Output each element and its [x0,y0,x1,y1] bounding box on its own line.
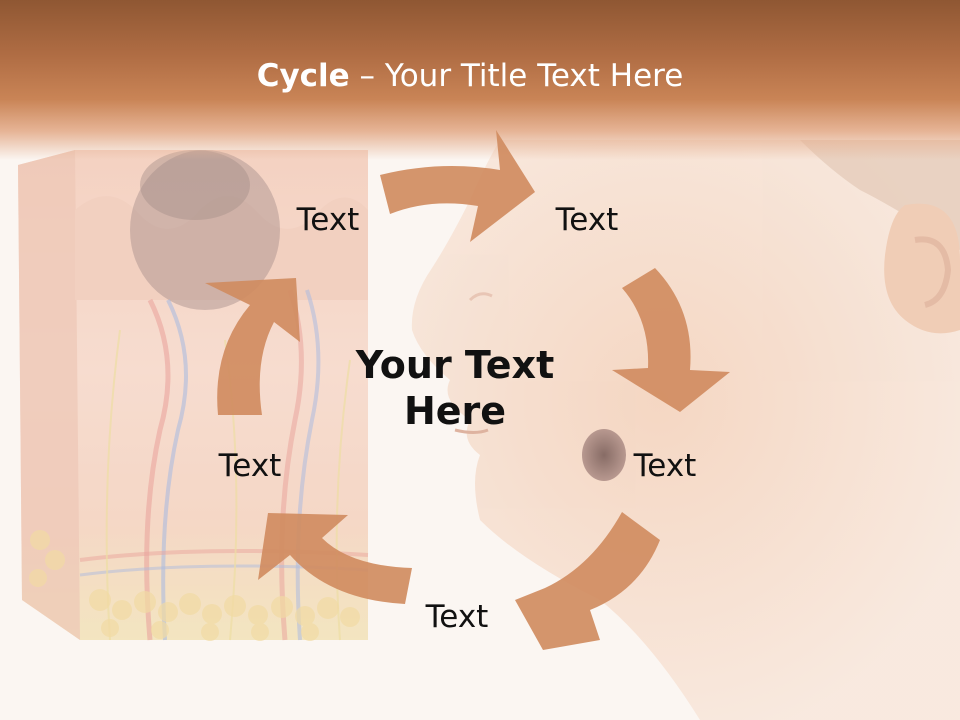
cycle-arrow-3 [515,512,660,650]
skin-cross-section-illustration [18,150,369,641]
cycle-arrow-2 [612,268,730,412]
title-rest: – Your Title Text Here [349,58,684,94]
cycle-label-5: Text [218,448,282,484]
slide-title: Cycle – Your Title Text Here [0,56,940,96]
center-text-line-1: Your Text [355,343,555,387]
cycle-label-3: Text [633,448,697,484]
cycle-arrow-4 [258,513,412,604]
face-with-mole-illustration [411,140,960,720]
center-text-line-2: Here [403,389,507,433]
title-bold: Cycle [256,58,350,94]
header-band [0,0,960,160]
center-text: Your Text Here [325,342,585,434]
cycle-label-2: Text [555,202,619,238]
cycle-label-4: Text [425,599,489,635]
cycle-arrow-5 [205,278,300,415]
cycle-arrow-1 [380,130,535,242]
cycle-label-1: Text [296,202,360,238]
